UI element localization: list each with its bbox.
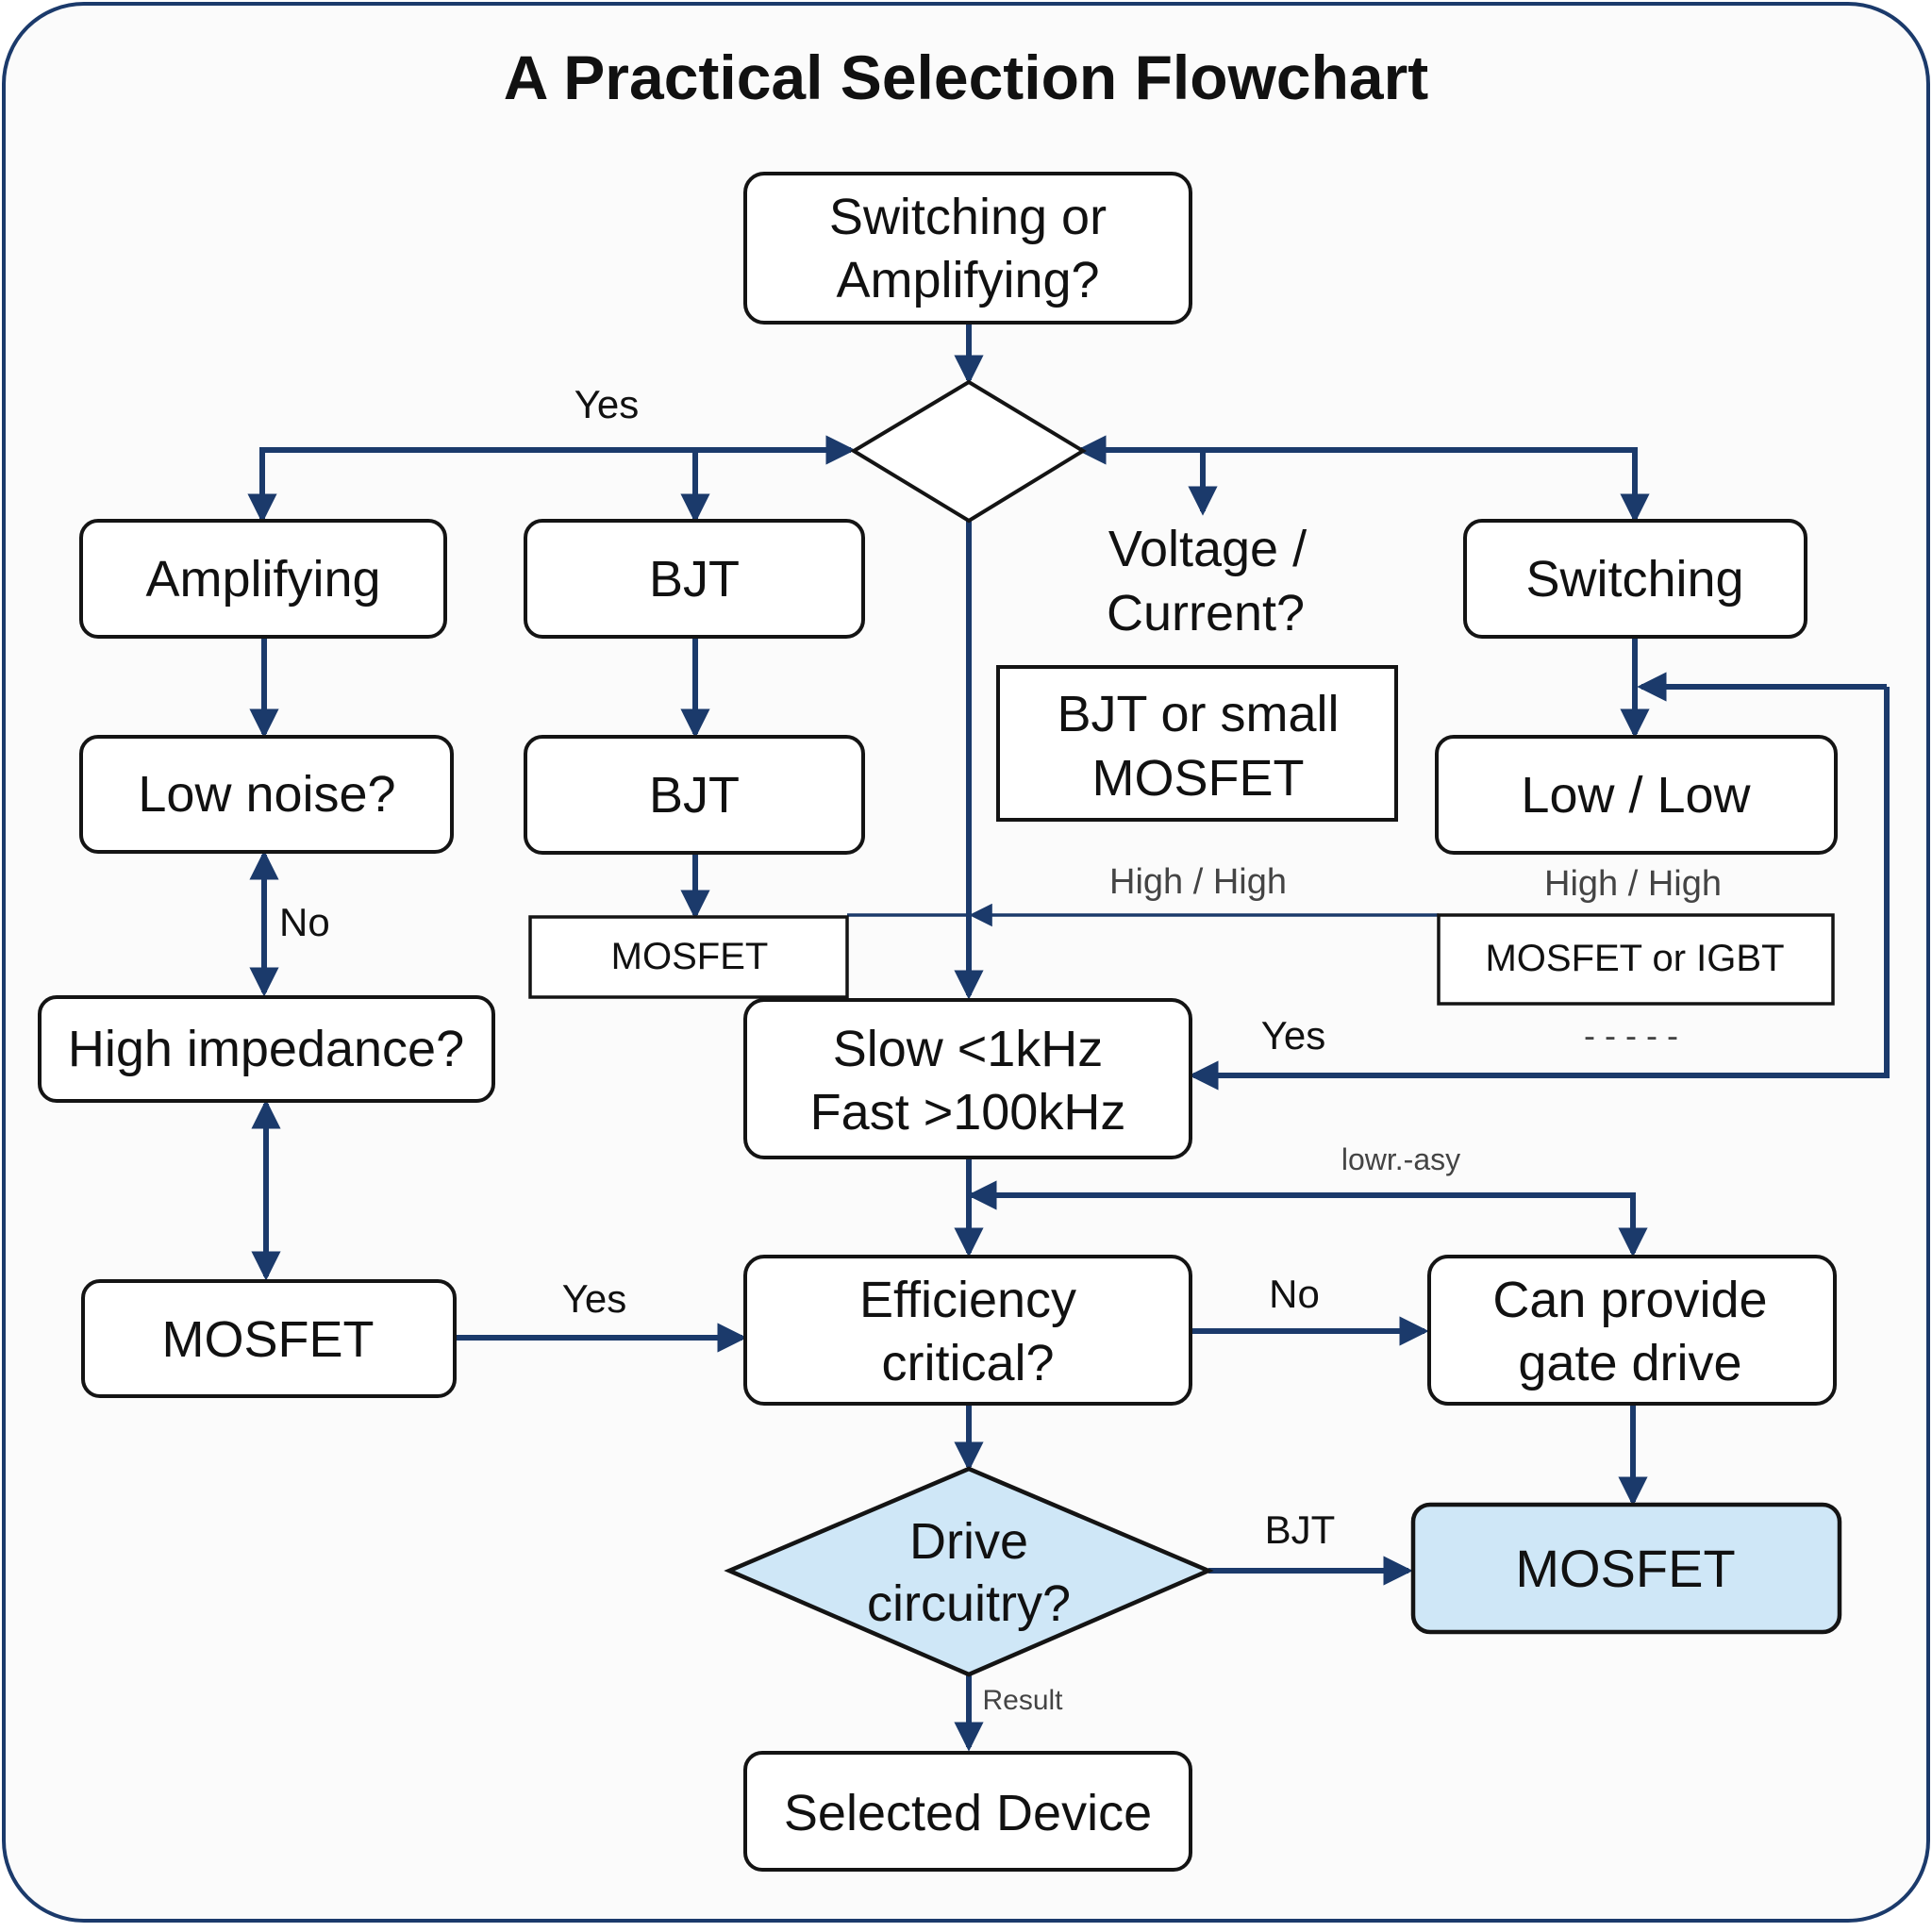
efficiency-line-1: Efficiency	[859, 1272, 1076, 1328]
label-yes-top: Yes	[575, 382, 640, 426]
node-mosfet-left: MOSFET	[81, 1279, 457, 1398]
switching-label: Switching	[1525, 551, 1743, 608]
drive-circuitry-line-2: circuitry?	[867, 1575, 1071, 1632]
node-mosfet-small: MOSFET	[528, 915, 849, 999]
low-low-label: Low / Low	[1521, 767, 1751, 824]
bjt-or-small-mosfet-line-2: MOSFET	[1092, 750, 1305, 807]
efficiency-line-2: critical?	[881, 1335, 1054, 1391]
node-efficiency: Efficiency critical?	[743, 1255, 1192, 1406]
node-start: Switching or Amplifying?	[743, 172, 1192, 325]
node-voltage-current: Voltage / Current?	[1107, 521, 1307, 641]
gate-drive-line-1: Can provide	[1492, 1272, 1767, 1328]
voltage-current-line-1: Voltage /	[1108, 521, 1307, 577]
selected-device-label: Selected Device	[784, 1785, 1152, 1841]
node-bjt-top: BJT	[524, 519, 865, 639]
node-gate-drive: Can provide gate drive	[1427, 1255, 1837, 1406]
label-no-left: No	[279, 900, 330, 944]
label-bjt-edge: BJT	[1265, 1507, 1336, 1552]
bjt-mid-label: BJT	[649, 767, 740, 824]
bjt-or-small-mosfet-line-1: BJT or small	[1057, 686, 1339, 742]
node-switching: Switching	[1463, 519, 1807, 639]
edge-labels: Yes No High / High High / High Yes - - -…	[279, 382, 1722, 1716]
edge-loop-to-speed	[1189, 687, 1890, 1091]
node-amplifying: Amplifying	[79, 519, 447, 639]
label-dashes: - - - - -	[1584, 1016, 1678, 1055]
gate-drive-line-2: gate drive	[1518, 1335, 1741, 1391]
amplifying-label: Amplifying	[145, 551, 380, 608]
mosfet-left-label: MOSFET	[162, 1311, 375, 1368]
label-no-mid: No	[1269, 1272, 1320, 1316]
bjt-top-label: BJT	[649, 551, 740, 608]
node-low-noise: Low noise?	[79, 735, 454, 854]
node-speed: Slow <1kHz Fast >100kHz	[743, 998, 1192, 1159]
low-noise-label: Low noise?	[138, 766, 395, 823]
label-yes-left: Yes	[562, 1276, 627, 1321]
node-bjt-or-small-mosfet: BJT or small MOSFET	[996, 665, 1398, 822]
chart-title: A Practical Selection Flowchart	[504, 42, 1429, 112]
label-lowr-easy: lowr.-asy	[1341, 1142, 1460, 1176]
voltage-current-line-2: Current?	[1107, 585, 1305, 641]
label-high-high-mid: High / High	[1109, 862, 1287, 902]
start-line-1: Switching or	[829, 189, 1107, 245]
node-selected-device: Selected Device	[743, 1751, 1192, 1872]
node-bjt-mid: BJT	[524, 735, 865, 855]
connectors	[247, 323, 1890, 1752]
label-high-high-right: High / High	[1544, 864, 1722, 904]
node-mosfet-result: MOSFET	[1410, 1502, 1842, 1635]
mosfet-result-label: MOSFET	[1515, 1539, 1735, 1598]
high-impedance-label: High impedance?	[68, 1021, 464, 1077]
mosfet-small-label: MOSFET	[611, 936, 769, 977]
start-line-2: Amplifying?	[836, 252, 1099, 308]
label-result: Result	[982, 1685, 1063, 1716]
decision-diamond	[850, 379, 1087, 524]
speed-line-1: Slow <1kHz	[833, 1021, 1104, 1077]
node-high-impedance: High impedance?	[38, 995, 495, 1103]
label-yes-right: Yes	[1261, 1013, 1326, 1058]
speed-line-2: Fast >100kHz	[810, 1084, 1126, 1141]
node-low-low: Low / Low	[1435, 735, 1838, 855]
mosfet-or-igbt-label: MOSFET or IGBT	[1485, 938, 1784, 979]
drive-circuitry-line-1: Drive	[909, 1513, 1028, 1570]
node-mosfet-or-igbt: MOSFET or IGBT	[1437, 913, 1835, 1006]
node-drive-circuitry: Drive circuitry?	[724, 1466, 1214, 1677]
